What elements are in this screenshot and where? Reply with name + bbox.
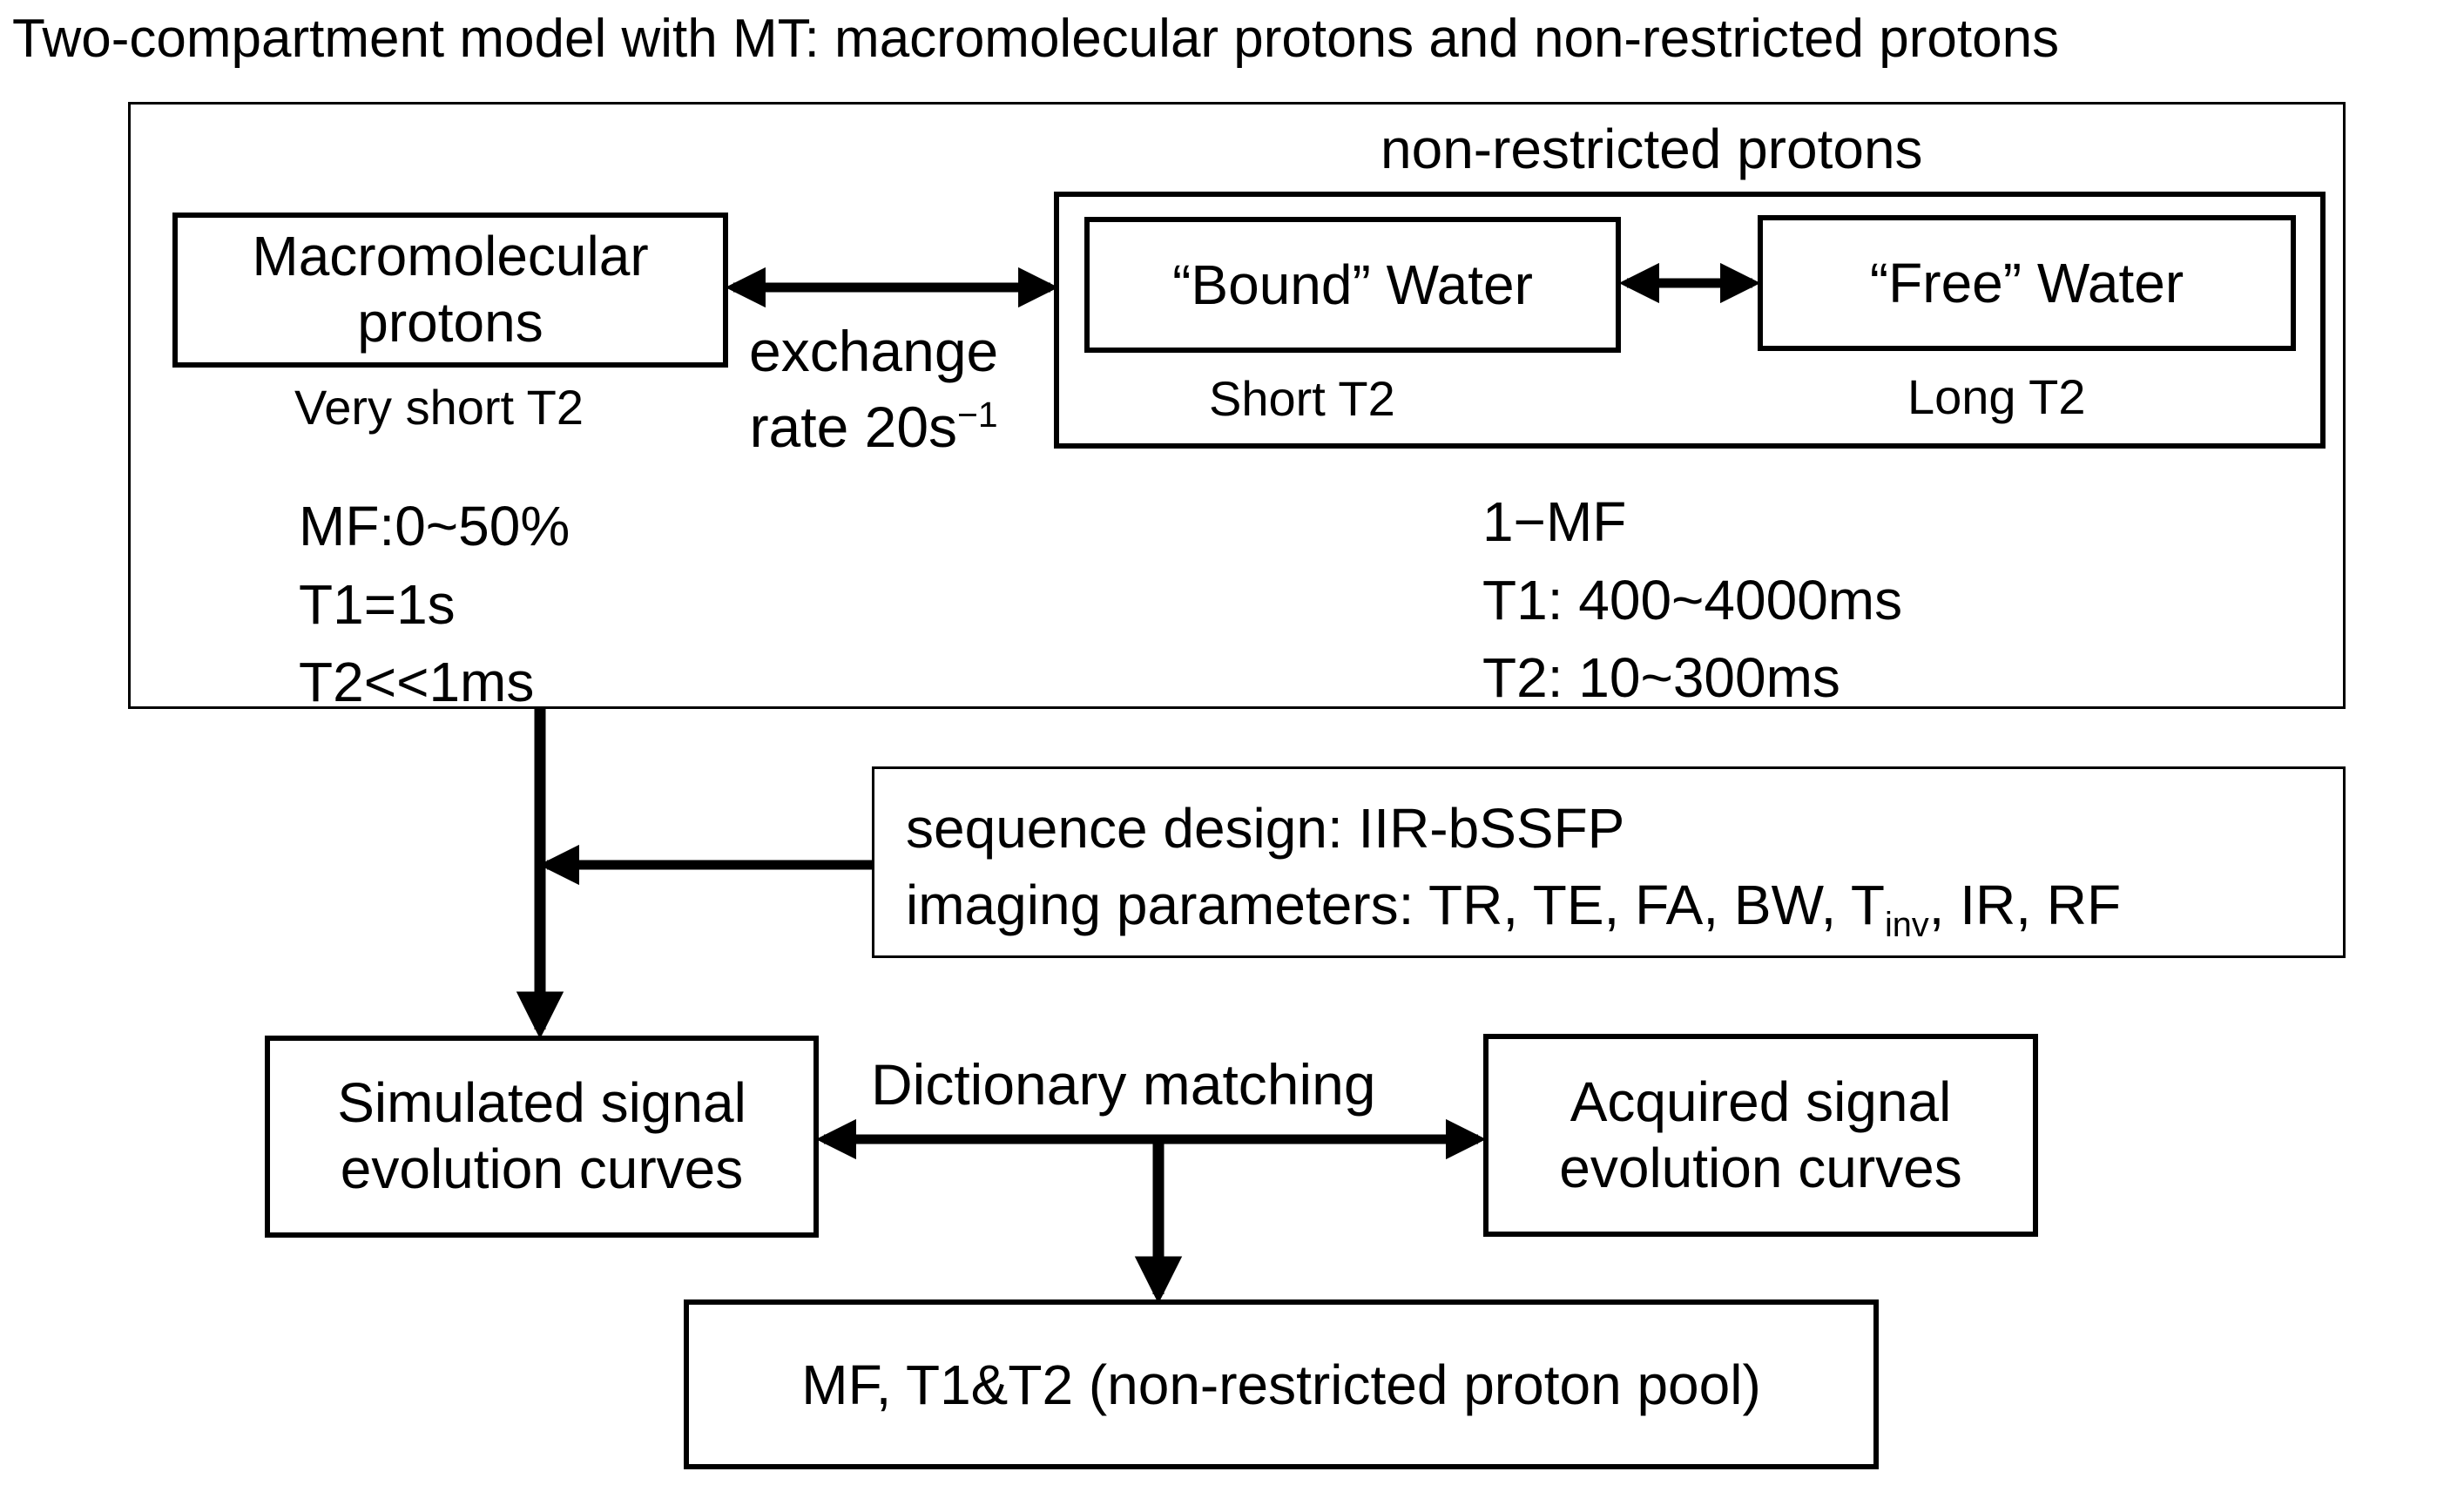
exchange-label-line2: rate 20s−1 bbox=[749, 395, 998, 460]
exchange-label-line1: exchange bbox=[749, 319, 999, 383]
macromolecular-params: MF:0~50% T1=1s T2<<1ms bbox=[299, 488, 570, 722]
sequence-design-text: sequence design: IIR-bSSFP imaging param… bbox=[906, 790, 2121, 949]
macromolecular-param-t2: T2<<1ms bbox=[299, 651, 535, 714]
free-water-caption: Long T2 bbox=[1907, 369, 2086, 424]
diagram-title: Two-compartment model with MT: macromole… bbox=[12, 9, 2060, 69]
macromolecular-box-line2: protons bbox=[357, 291, 543, 354]
simulated-signal-box: Simulated signal evolution curves bbox=[265, 1036, 819, 1238]
acquired-box-line1: Acquired signal bbox=[1570, 1070, 1952, 1133]
macromolecular-param-t1: T1=1s bbox=[299, 572, 456, 636]
dictionary-matching-label: Dictionary matching bbox=[871, 1052, 1376, 1117]
macromolecular-protons-box: Macromolecular protons bbox=[172, 213, 728, 368]
non-restricted-group-label: non-restricted protons bbox=[1381, 118, 1923, 180]
sequence-design-line: sequence design: IIR-bSSFP bbox=[906, 797, 1625, 860]
exchange-rate-label: exchange rate 20s−1 bbox=[749, 314, 998, 465]
macromolecular-box-line1: Macromolecular bbox=[252, 225, 649, 288]
macromolecular-param-mf: MF:0~50% bbox=[299, 495, 570, 557]
non-restricted-param-t1: T1: 400~4000ms bbox=[1482, 568, 1903, 631]
result-box: MF, T1&T2 (non-restricted proton pool) bbox=[684, 1299, 1879, 1469]
non-restricted-param-mf: 1−MF bbox=[1482, 490, 1627, 553]
non-restricted-param-t2: T2: 10~300ms bbox=[1482, 646, 1840, 710]
imaging-parameters-line: imaging parameters: TR, TE, FA, BW, Tinv… bbox=[906, 874, 2122, 945]
simulated-box-line2: evolution curves bbox=[340, 1137, 744, 1200]
sequence-design-box bbox=[872, 766, 2346, 958]
macromolecular-caption: Very short T2 bbox=[294, 380, 584, 435]
bound-water-caption: Short T2 bbox=[1209, 371, 1395, 426]
bound-water-box: “Bound” Water bbox=[1084, 217, 1621, 353]
acquired-box-line2: evolution curves bbox=[1559, 1136, 1962, 1199]
acquired-signal-box: Acquired signal evolution curves bbox=[1483, 1034, 2038, 1237]
simulated-box-line1: Simulated signal bbox=[337, 1071, 746, 1135]
non-restricted-params: 1−MF T1: 400~4000ms T2: 10~300ms bbox=[1482, 483, 1902, 718]
free-water-box: “Free” Water bbox=[1758, 215, 2296, 351]
